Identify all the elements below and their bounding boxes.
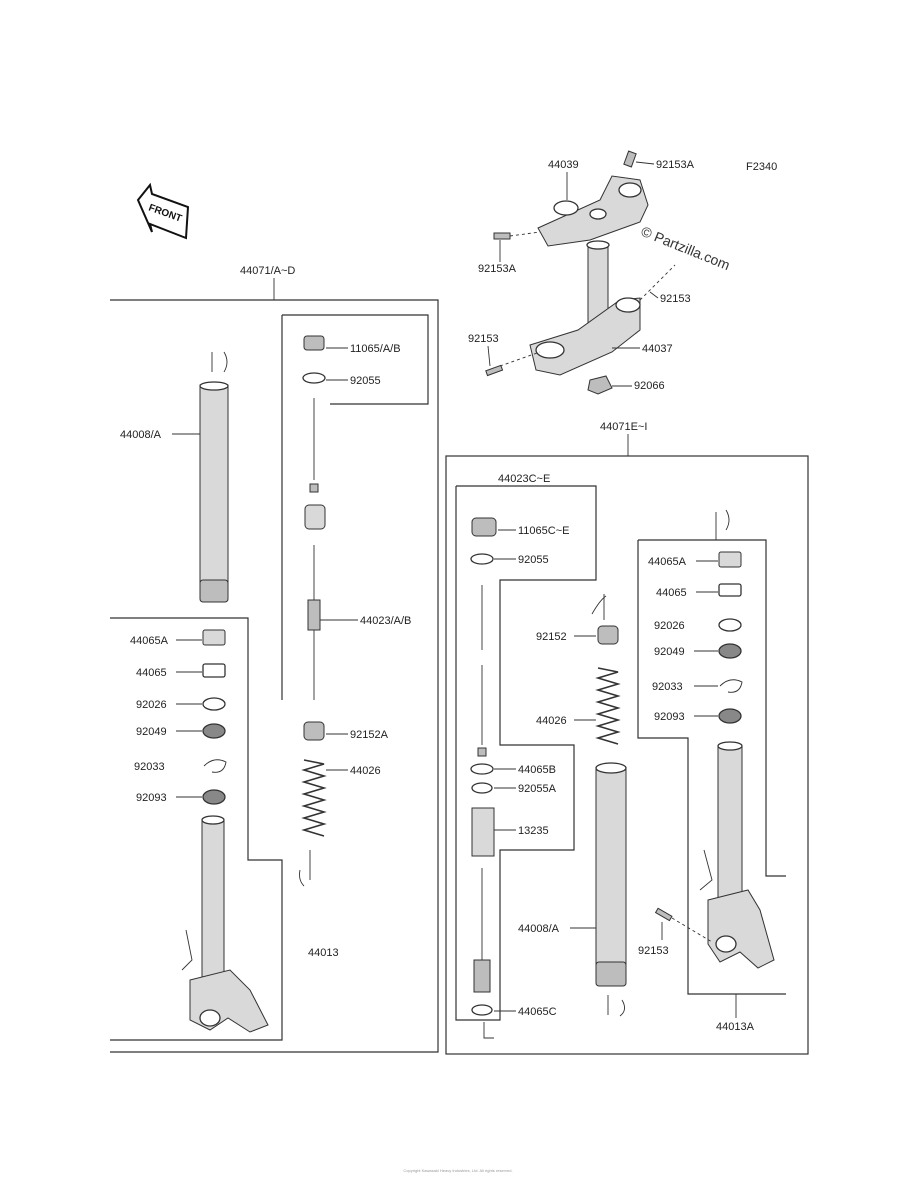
label-92093-left: 92093 (136, 792, 167, 804)
label-44065A-left: 44065A (130, 635, 169, 647)
assembly-left-box (110, 299, 439, 1053)
label-92055-left: 92055 (350, 375, 381, 387)
label-11065: 11065/A/B (350, 343, 401, 355)
label-92066: 92066 (634, 380, 665, 392)
label-92026-right: 92026 (654, 620, 685, 632)
watermark: © Partzilla.com (639, 223, 732, 273)
inner-tube-left (181, 815, 269, 1033)
label-44039: 44039 (548, 159, 579, 171)
label-44026-left: 44026 (350, 765, 381, 777)
nut-92152A (303, 721, 325, 741)
label-92033-right: 92033 (652, 681, 683, 693)
spring-left (301, 759, 327, 837)
inner-tube-right (654, 741, 775, 969)
footer-copyright: Copyright Kawasaki Heavy Industries, Ltd… (403, 1168, 512, 1173)
label-13235: 13235 (518, 825, 549, 837)
assembly-right-box (445, 455, 809, 1055)
label-44013A: 44013A (716, 1021, 755, 1033)
label-92153A-top: 92153A (656, 159, 695, 171)
outer-tube-left (199, 351, 229, 603)
label-44023: 44023/A/B (360, 615, 411, 627)
label-44065A-right: 44065A (648, 556, 687, 568)
label-92049-right: 92049 (654, 646, 685, 658)
label-44065C: 44065C (518, 1006, 557, 1018)
damper-box-left (282, 314, 429, 405)
label-44008-left: 44008/A (120, 429, 162, 441)
label-44065-right: 44065 (656, 587, 687, 599)
label-92049-left: 92049 (136, 726, 167, 738)
label-92026-left: 92026 (136, 699, 167, 711)
label-44013: 44013 (308, 947, 339, 959)
label-92153-left: 92153 (468, 333, 499, 345)
front-arrow-icon: FRONT (136, 182, 190, 240)
assembly-left-label: 44071/A~D (240, 265, 295, 277)
damper-left (302, 335, 326, 700)
label-44026-right: 44026 (536, 715, 567, 727)
label-44023C: 44023C~E (498, 473, 550, 485)
damper-box-right (455, 485, 597, 1021)
triple-clamp-group (485, 150, 676, 395)
ref-code: F2340 (746, 161, 777, 173)
assembly-right-label: 44071E~I (600, 421, 647, 433)
label-44037: 44037 (642, 343, 673, 355)
label-92153-right: 92153 (660, 293, 691, 305)
outer-tube-right (595, 762, 627, 1017)
label-92033-left: 92033 (134, 761, 165, 773)
label-92153A-left: 92153A (478, 263, 517, 275)
label-92055A: 92055A (518, 783, 557, 795)
label-44065B: 44065B (518, 764, 556, 776)
seal-box-right (638, 539, 786, 877)
label-92152A: 92152A (350, 729, 389, 741)
label-92153-bottom: 92153 (638, 945, 669, 957)
label-44008-right: 44008/A (518, 923, 560, 935)
label-92152: 92152 (536, 631, 567, 643)
label-44065-left: 44065 (136, 667, 167, 679)
label-92093-right: 92093 (654, 711, 685, 723)
label-11065C: 11065C~E (518, 525, 569, 537)
label-92055-right: 92055 (518, 554, 549, 566)
box-44013 (110, 617, 283, 1041)
